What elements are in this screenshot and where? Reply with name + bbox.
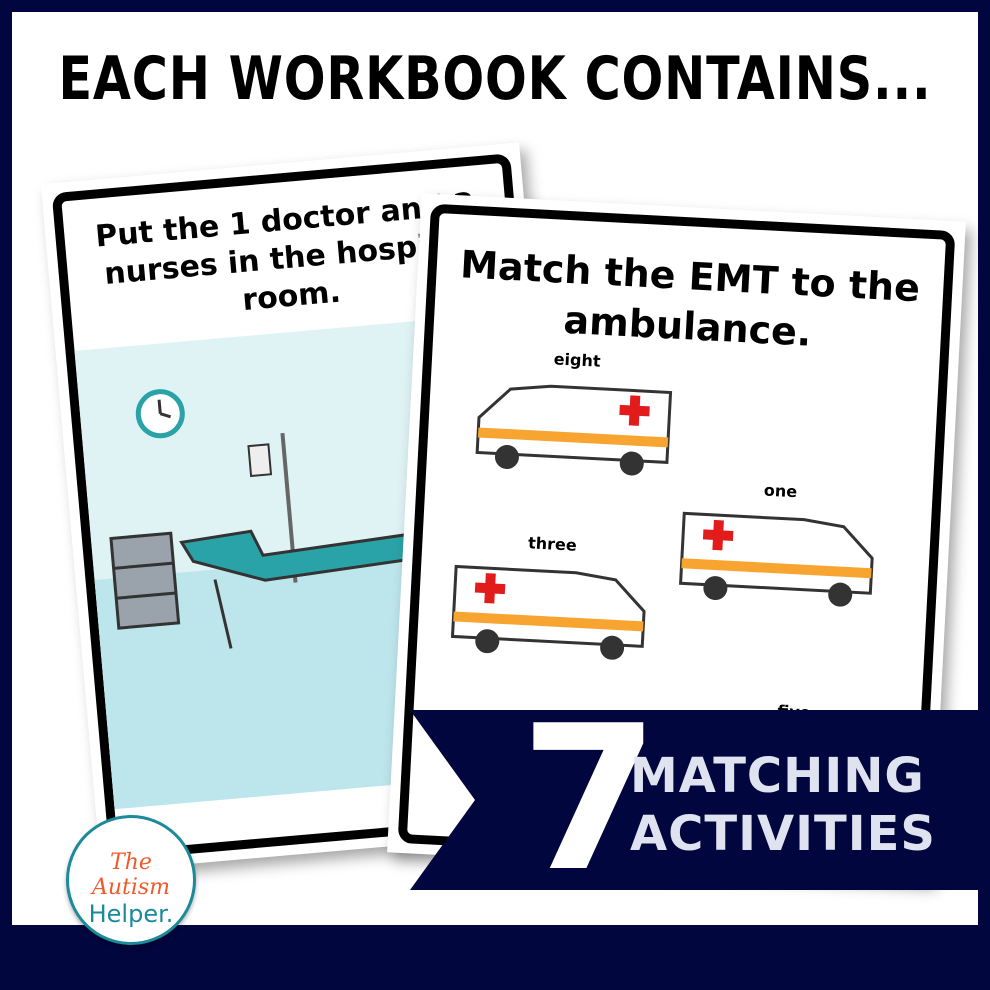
the-autism-helper-logo: The Autism Helper.	[66, 815, 196, 945]
card-question: Match the EMT to the ambulance.	[459, 242, 922, 355]
ambulance-eight: eight	[466, 345, 682, 476]
activity-count-banner: 7 MATCHING ACTIVITIES	[410, 710, 978, 890]
banner-line1: MATCHING	[630, 748, 925, 804]
activity-count: 7	[520, 683, 660, 916]
hospital-room-card: Put the 1 doctor and 2 nurses in the hos…	[40, 142, 580, 872]
ambulance-three: three	[442, 529, 658, 660]
ambulance-matching-card: Match the EMT to the ambulance. eight on…	[387, 193, 966, 881]
headline: EACH WORKBOOK CONTAINS...	[58, 44, 932, 114]
product-canvas: Put the 1 doctor and 2 nurses in the hos…	[12, 12, 978, 925]
banner-line2: ACTIVITIES	[630, 806, 936, 862]
ambulance-one: one	[670, 476, 886, 607]
hospital-room-illustration	[74, 312, 555, 810]
